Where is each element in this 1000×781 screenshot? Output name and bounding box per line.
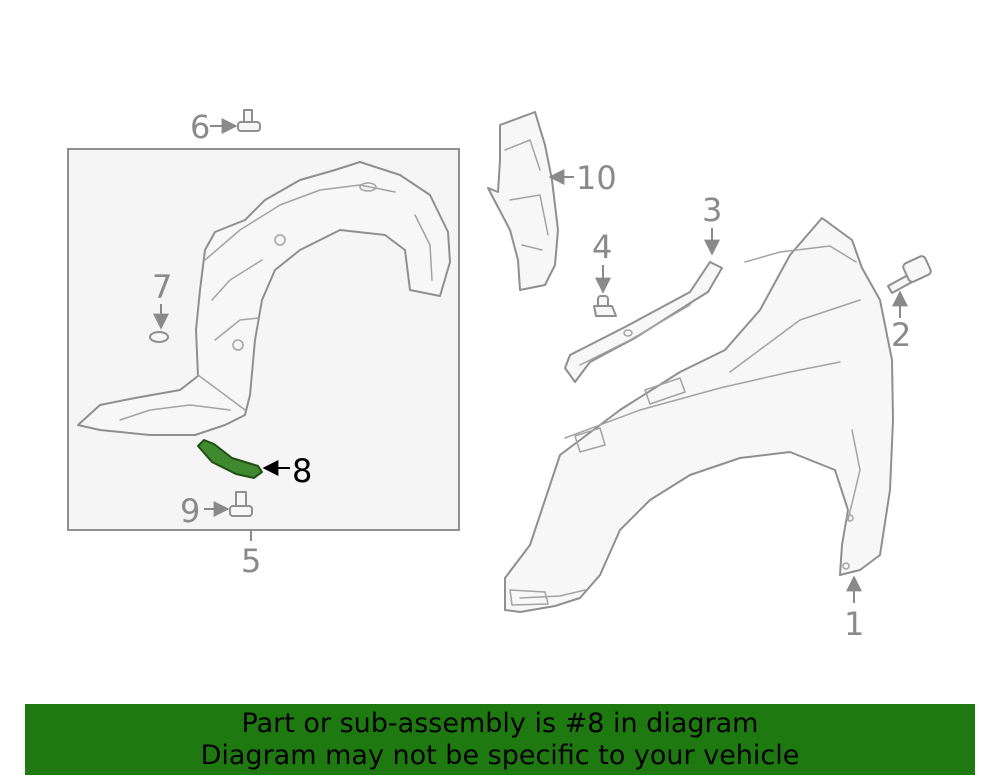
- part-8-bracket[interactable]: [197, 439, 263, 479]
- callout-6: 6: [190, 108, 210, 146]
- callout-7: 7: [152, 268, 172, 306]
- part-6-clip: [237, 109, 261, 132]
- banner-line-part: Part or sub-assembly is #8 in diagram: [241, 708, 759, 739]
- parts-diagram: 6 7 8 9 5 10 3 4 2 1: [67, 108, 932, 643]
- part-2-bolt: [887, 255, 932, 294]
- part-9-clip: [229, 491, 253, 517]
- part-3-seal: [564, 261, 723, 383]
- callout-9: 9: [180, 492, 200, 530]
- callout-4: 4: [592, 228, 612, 266]
- info-banner: Part or sub-assembly is #8 in diagram Di…: [25, 704, 975, 775]
- fender-liner: [77, 161, 451, 436]
- callout-2: 2: [891, 316, 911, 354]
- callout-8[interactable]: 8: [292, 452, 312, 490]
- callout-3: 3: [702, 191, 722, 229]
- fender: [504, 217, 894, 613]
- banner-line-disclaimer: Diagram may not be specific to your vehi…: [200, 740, 800, 771]
- callout-1: 1: [844, 605, 864, 643]
- part-10-bracket: [487, 111, 559, 291]
- callout-10: 10: [576, 159, 617, 197]
- part-7-grommet: [149, 331, 169, 343]
- callout-5: 5: [241, 542, 261, 580]
- part-4-clip: [593, 295, 617, 317]
